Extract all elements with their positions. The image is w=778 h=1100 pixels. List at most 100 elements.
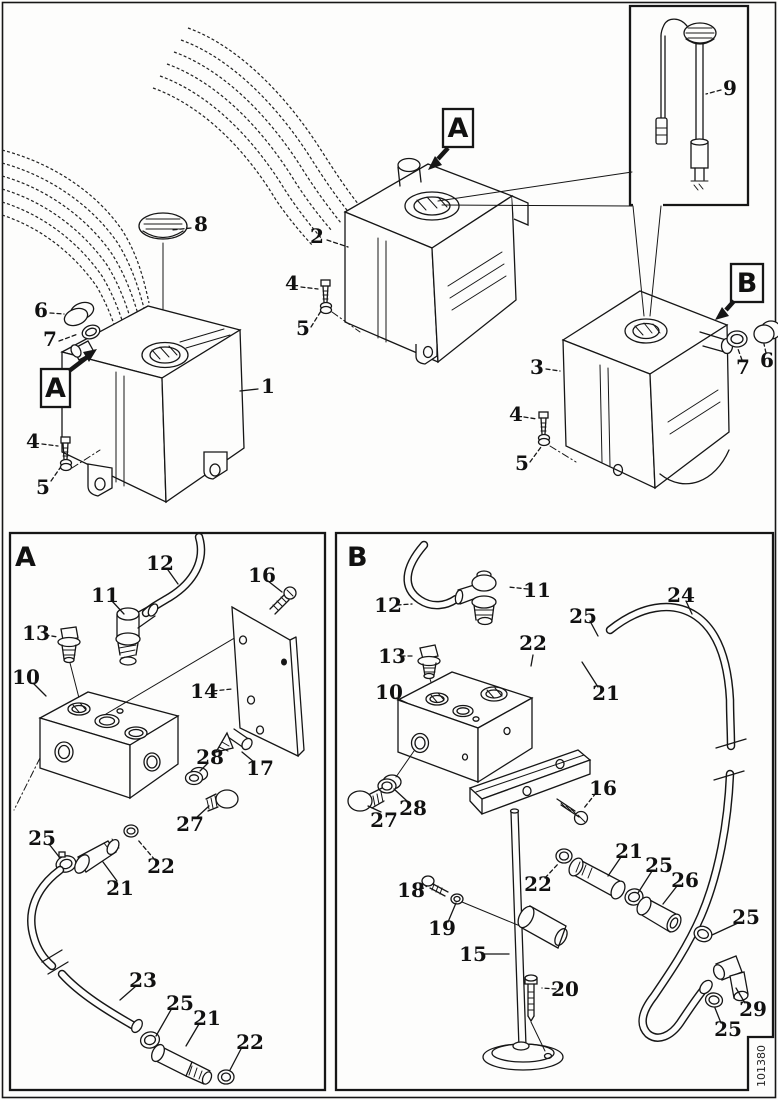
panel-a-label: A bbox=[15, 542, 36, 573]
hose-23 bbox=[27, 865, 143, 1034]
panel-a-callout-21a: 21 bbox=[106, 876, 134, 900]
callout-5-tank3: 5 bbox=[515, 451, 529, 475]
bolt-16-a bbox=[269, 586, 297, 615]
callout-3: 3 bbox=[530, 355, 544, 379]
detail-a-letter: A bbox=[45, 373, 66, 404]
bolt-20 bbox=[524, 974, 546, 1052]
panel-b-callout-18: 18 bbox=[397, 878, 425, 902]
panel-a-leader-lines bbox=[32, 569, 283, 1071]
panel-b-callout-22b: 22 bbox=[524, 872, 552, 896]
panel-a-callout-14: 14 bbox=[190, 679, 218, 703]
ring-22-b-mid bbox=[555, 848, 573, 864]
figure-code: 101380 bbox=[755, 1045, 768, 1087]
callout-7-right: 7 bbox=[736, 355, 750, 379]
panel-b-callout-15: 15 bbox=[459, 942, 487, 966]
panel-a-callout-22a: 22 bbox=[147, 854, 175, 878]
callout-4-tank1: 4 bbox=[26, 429, 40, 453]
panel-a-callout-16: 16 bbox=[248, 563, 276, 587]
tank-1 bbox=[60, 305, 245, 504]
coupling-21-a-lower bbox=[151, 1043, 213, 1085]
bolt-4-5-tank2 bbox=[319, 279, 361, 333]
hose-bundle-left bbox=[1, 149, 150, 353]
manifold-block-10-a bbox=[13, 629, 249, 811]
panel-a-callout-21b: 21 bbox=[193, 1006, 221, 1030]
upper-assembly-view: A bbox=[1, 4, 778, 504]
elbow-fitting-11-a bbox=[115, 603, 159, 666]
panel-a-callout-11: 11 bbox=[91, 583, 119, 607]
manifold-block-10-b bbox=[396, 671, 534, 784]
panel-b-callout-24: 24 bbox=[667, 583, 695, 607]
bolt-16-b bbox=[556, 798, 589, 826]
panel-b-callout-29: 29 bbox=[739, 997, 767, 1021]
top-view-leader-lines bbox=[41, 89, 767, 482]
plate-14 bbox=[231, 605, 305, 758]
panel-b-callout-28: 28 bbox=[399, 796, 427, 820]
plug-6-right bbox=[753, 320, 778, 344]
clamp-25-b-lower bbox=[704, 992, 724, 1008]
panel-b-callout-25b: 25 bbox=[645, 853, 673, 877]
panel-a-callout-17: 17 bbox=[246, 756, 274, 780]
tank-3 bbox=[561, 290, 734, 490]
callout-6-left: 6 bbox=[34, 298, 48, 322]
tank-2 bbox=[343, 157, 529, 365]
panel-b-callout-12: 12 bbox=[374, 593, 402, 617]
screw-18 bbox=[421, 875, 449, 897]
callout-7-left: 7 bbox=[43, 327, 57, 351]
hose-bundle-center bbox=[152, 27, 360, 247]
coupling-21-b bbox=[568, 857, 626, 900]
hose-12-b bbox=[403, 540, 461, 610]
ring-22-a-upper bbox=[123, 824, 139, 838]
clamp-25-a-lower bbox=[139, 1031, 161, 1049]
panel-a-border bbox=[8, 531, 327, 1092]
hose-clamp-7-left bbox=[81, 324, 101, 340]
panel-b-callout-25d: 25 bbox=[714, 1017, 742, 1041]
callout-4-tank3: 4 bbox=[509, 402, 523, 426]
detail-marker-a-tank1: A bbox=[39, 349, 97, 409]
callout-2: 2 bbox=[310, 224, 324, 248]
coupling-21-a-upper bbox=[74, 838, 120, 874]
support-tube-15 bbox=[482, 808, 568, 1071]
panel-b-leader-lines bbox=[367, 586, 746, 1024]
panel-a-callout-25a: 25 bbox=[28, 826, 56, 850]
callout-9: 9 bbox=[723, 76, 737, 100]
panel-b-label: B bbox=[347, 542, 368, 573]
panel-b-callout-21a: 21 bbox=[592, 681, 620, 705]
fitting-17 bbox=[214, 728, 253, 753]
hose-24 bbox=[605, 602, 747, 1042]
plug-27-a bbox=[205, 789, 239, 812]
detail-marker-a-tank2: A bbox=[428, 107, 475, 170]
panel-b-callout-27: 27 bbox=[370, 808, 398, 832]
panel-b-callout-21b: 21 bbox=[615, 839, 643, 863]
panel-a-callout-12: 12 bbox=[146, 551, 174, 575]
panel-b-callout-10: 10 bbox=[375, 680, 403, 704]
coupling-26 bbox=[636, 896, 682, 933]
panel-b-callout-20: 20 bbox=[551, 977, 579, 1001]
plug-6-left bbox=[63, 301, 95, 327]
panel-b-callout-25a: 25 bbox=[569, 604, 597, 628]
ring-22-a-lower bbox=[217, 1069, 235, 1085]
washer-28-b bbox=[377, 750, 415, 794]
callout-4-tank2: 4 bbox=[285, 271, 299, 295]
plug-27-b bbox=[347, 787, 385, 812]
panel-b-callout-22a: 22 bbox=[519, 631, 547, 655]
panel-a-callout-28: 28 bbox=[196, 745, 224, 769]
callout-1: 1 bbox=[261, 374, 275, 398]
callout-6-right: 6 bbox=[760, 348, 774, 372]
panel-b-callout-11: 11 bbox=[523, 578, 551, 602]
plug-13-a bbox=[57, 626, 81, 699]
panel-a-callout-10: 10 bbox=[12, 665, 40, 689]
bracket-b bbox=[468, 749, 592, 815]
panel-b-callout-19: 19 bbox=[428, 916, 456, 940]
panel-a-callout-22b: 22 bbox=[236, 1030, 264, 1054]
panel-b-callout-26: 26 bbox=[671, 868, 699, 892]
detail-panel-a: A bbox=[8, 531, 327, 1092]
panel-b-callout-13: 13 bbox=[378, 644, 406, 668]
panel-b-border bbox=[334, 531, 775, 1092]
panel-a-callout-25b: 25 bbox=[166, 991, 194, 1015]
panel-b-callout-16: 16 bbox=[589, 776, 617, 800]
panel-b-callout-25c: 25 bbox=[732, 905, 760, 929]
hose-clamp-7-right bbox=[726, 330, 748, 348]
